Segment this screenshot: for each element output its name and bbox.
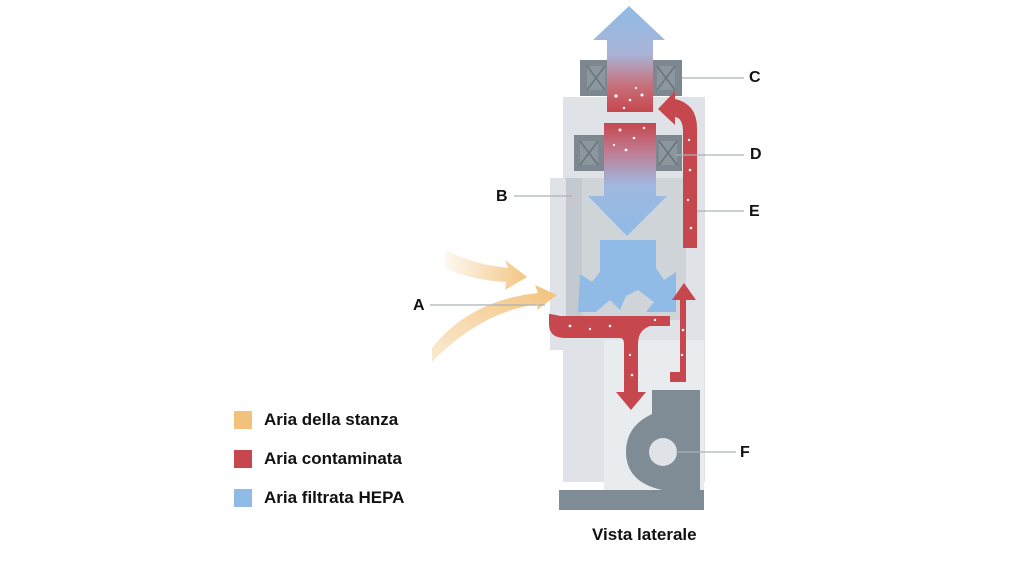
legend-item-room-air: Aria della stanza [234, 410, 404, 430]
legend-swatch-hepa-air [234, 489, 252, 507]
recirculation-duct-arrow [658, 91, 697, 248]
callout-label-c: C [749, 69, 761, 86]
legend-swatch-room-air [234, 411, 252, 429]
room-air-arrow-upper [445, 250, 527, 290]
exhaust-air-arrow [593, 6, 665, 112]
blower-fan [626, 390, 700, 490]
diagram-caption: Vista laterale [592, 525, 697, 544]
legend: Aria della stanza Aria contaminata Aria … [234, 410, 404, 527]
callout-label-e: E [749, 203, 760, 220]
legend-item-contaminated-air: Aria contaminata [234, 449, 404, 469]
legend-label-room-air: Aria della stanza [264, 410, 399, 429]
legend-swatch-contaminated-air [234, 450, 252, 468]
callout-label-b: B [496, 188, 508, 205]
contaminant-particles [568, 86, 693, 377]
room-air-arrow-lower [432, 285, 557, 362]
rear-plenum-arrow [670, 283, 696, 382]
downflow-arrow [588, 123, 667, 236]
legend-item-hepa-air: Aria filtrata HEPA [234, 488, 404, 508]
callout-label-a: A [413, 297, 425, 314]
callout-label-f: F [740, 444, 750, 461]
legend-label-hepa-air: Aria filtrata HEPA [264, 488, 405, 507]
legend-label-contaminated-air: Aria contaminata [264, 449, 402, 468]
work-area-airflow-arrow [578, 240, 676, 312]
cabinet-base [559, 490, 704, 510]
callout-label-d: D [750, 146, 762, 163]
front-grille-airflow-arrow [549, 314, 670, 410]
callout-leader-lines [430, 77, 744, 453]
